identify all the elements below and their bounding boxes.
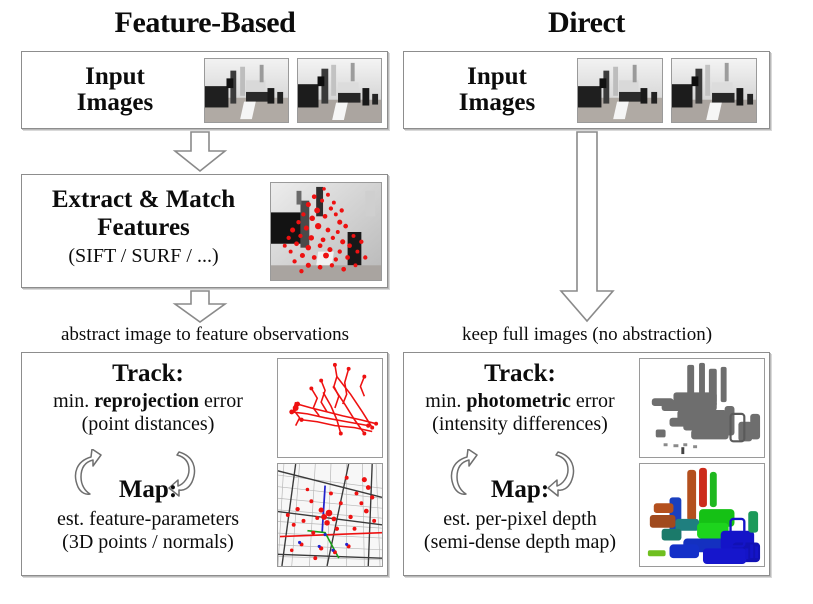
scene-photo-icon xyxy=(578,59,662,122)
curved-arrow-up-icon xyxy=(74,448,102,495)
3d-grid-points-icon xyxy=(278,464,382,566)
left-input-thumbnail-2 xyxy=(297,58,382,123)
feature-points-image-icon xyxy=(271,183,381,280)
arrow-left-input-to-extract xyxy=(172,131,228,173)
down-block-arrow-icon xyxy=(172,131,228,173)
right-track-map-panel: Track: min. photometric error (intensity… xyxy=(403,352,770,576)
column-title-feature-based: Feature-Based xyxy=(114,6,296,39)
left-track-objective: min. reprojection error xyxy=(53,390,243,413)
right-track-objective: min. photometric error xyxy=(425,390,615,413)
curved-arrow-down-icon xyxy=(547,451,575,497)
left-input-thumbnail-1 xyxy=(204,58,289,123)
left-transition-caption: abstract image to feature observations xyxy=(60,324,350,345)
sparse-map-thumbnail xyxy=(277,358,383,458)
right-input-images-panel: Input Images xyxy=(403,51,770,129)
depth-map-thumbnail xyxy=(639,463,765,567)
right-input-label: Input Images xyxy=(458,63,536,117)
curved-arrow-up-icon xyxy=(450,448,478,495)
semi-dense-pointcloud-icon xyxy=(640,359,764,457)
extract-match-label: Extract & Match Features (SIFT / SURF / … xyxy=(51,186,236,267)
curved-arrow-down-icon xyxy=(168,451,196,497)
right-input-thumbnail-2 xyxy=(671,58,757,123)
right-cycle-arrow-up xyxy=(444,448,478,502)
down-block-arrow-icon xyxy=(172,290,228,323)
left-input-images-panel: Input Images xyxy=(21,51,388,129)
left-cycle-arrow-down xyxy=(168,449,202,502)
left-input-label: Input Images xyxy=(76,63,154,117)
arrow-left-extract-to-track xyxy=(172,290,228,324)
semidense-gray-thumbnail xyxy=(639,358,765,458)
arrow-right-input-to-track xyxy=(557,131,617,323)
feature-detection-thumbnail xyxy=(270,182,382,281)
right-input-thumbnail-1 xyxy=(577,58,663,123)
column-title-direct: Direct xyxy=(548,6,625,39)
sparse-pointcloud-thumbnail xyxy=(277,463,383,567)
left-track-block: Track: min. reprojection error (point di… xyxy=(24,360,272,435)
left-cycle-arrow-up xyxy=(68,448,102,502)
scene-photo-icon xyxy=(205,59,288,122)
scene-photo-icon xyxy=(298,59,381,122)
right-track-block: Track: min. photometric error (intensity… xyxy=(404,360,636,435)
left-track-map-panel: Track: min. reprojection error (point di… xyxy=(21,352,388,576)
down-block-arrow-long-icon xyxy=(559,131,615,323)
right-transition-caption: keep full images (no abstraction) xyxy=(461,324,713,345)
semi-dense-depth-map-icon xyxy=(640,464,764,566)
left-map-block: Map: est. feature-parameters (3D points … xyxy=(56,476,240,554)
right-cycle-arrow-down xyxy=(547,449,581,502)
right-map-block: Map: est. per-pixel depth (semi-dense de… xyxy=(423,476,617,554)
feature-trails-plot-icon xyxy=(278,359,382,457)
left-extract-match-panel: Extract & Match Features (SIFT / SURF / … xyxy=(21,174,388,288)
scene-photo-icon xyxy=(672,59,756,122)
